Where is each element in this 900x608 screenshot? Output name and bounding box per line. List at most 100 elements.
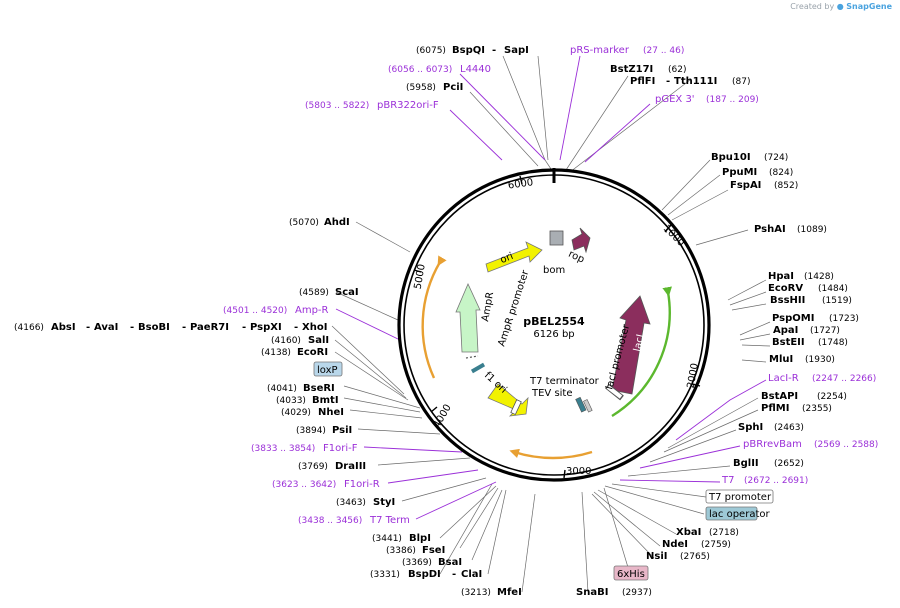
enzyme-mfei-pos: (3213) (461, 588, 491, 598)
enzyme-bpu10i: Bpu10I (711, 152, 751, 163)
primer-l4440-range: (6056 .. 6073) (388, 65, 452, 75)
enzyme-snabi-pos: (2937) (622, 588, 652, 598)
primer-pbr322ori-range: (5803 .. 5822) (305, 101, 369, 111)
enzyme-scai-pos: (4589) (299, 288, 329, 298)
enzyme-pflmi-pos: (2355) (802, 404, 832, 414)
enzyme-xbai-pos: (2718) (709, 528, 739, 538)
enzyme-absi-pos: (4166) (14, 323, 44, 333)
his-tag-box (613, 565, 649, 581)
loxp-label: loxP (317, 365, 338, 376)
enzyme-bseri: BseRI (303, 383, 335, 394)
primer-f1ori-r: F1ori-R (344, 479, 380, 490)
enzyme-sali: SalI (308, 335, 329, 346)
enzyme-styi: StyI (373, 497, 395, 508)
enzyme-ecori: EcoRI (297, 347, 328, 358)
primer-prs-marker: pRS-marker (570, 45, 630, 56)
plasmid-name: pBEL2554 (523, 315, 585, 328)
enzyme-pshai-pos: (1089) (797, 225, 827, 235)
enzyme-absi: AbsI (51, 322, 76, 333)
leader-lines (331, 55, 771, 593)
tick-label-6000: 6000 (507, 177, 534, 191)
primer-t7: T7 (721, 475, 734, 486)
enzyme-ecorv: EcoRV (768, 283, 803, 294)
t7-terminator-feature (510, 399, 522, 416)
his-tag-label: 6xHis (617, 569, 645, 580)
enzyme-ndei: NdeI (662, 539, 688, 550)
enzyme-bpu10i-pos: (724) (764, 153, 788, 163)
enzyme-clai: ClaI (461, 569, 482, 580)
enzyme-sapi-sep: - (492, 45, 496, 56)
orf-arcs (421, 255, 672, 460)
primer-t7-range: (2672 .. 2691) (744, 476, 808, 486)
primer-l4440: L4440 (460, 64, 491, 75)
rop-label: rop (567, 249, 586, 266)
enzyme-fsei-pos: (3386) (386, 546, 416, 556)
enzyme-sphi: SphI (738, 422, 763, 433)
enzyme-sphi-pos: (2463) (774, 423, 804, 433)
svg-text:-: - (452, 569, 456, 580)
enzyme-nhei: NheI (318, 407, 344, 418)
snapgene-logo-icon: ● (836, 2, 844, 11)
his-tag-inner-feature (583, 399, 593, 413)
enzyme-nsii: NsiI (646, 551, 667, 562)
enzyme-bmti-pos: (4033) (276, 396, 306, 406)
enzyme-avai: AvaI (94, 322, 118, 333)
svg-text:-: - (130, 322, 134, 333)
enzyme-bspdi: BspDI (408, 569, 441, 580)
created-by-text: Created by (790, 2, 835, 11)
enzyme-bsai-pos: (3369) (402, 558, 432, 568)
enzyme-pshai: PshAI (754, 224, 786, 235)
enzyme-ndei-pos: (2759) (701, 540, 731, 550)
lac-operator-box (705, 506, 758, 521)
enzyme-scai: ScaI (335, 287, 359, 298)
bom-label: bom (543, 265, 565, 276)
svg-text:-: - (182, 322, 186, 333)
enzyme-mlui-pos: (1930) (805, 355, 835, 365)
orf-arc-ampr (421, 255, 447, 379)
ampr-promoter-feature (465, 355, 479, 359)
tick-label-2000: 2000 (686, 362, 701, 389)
enzyme-ppumi-pos: (824) (769, 168, 793, 178)
left-labels: (5070) AhdI (4589) ScaI (4501 .. 4520) A… (14, 217, 522, 598)
primer-f1ori-f: F1ori-F (323, 443, 358, 454)
svg-text:-: - (242, 322, 246, 333)
enzyme-fsei: FseI (422, 545, 445, 556)
enzyme-pflmi: PflMI (761, 403, 789, 414)
enzyme-bseri-pos: (4041) (267, 384, 297, 394)
bom-feature (549, 230, 564, 246)
enzyme-nhei-pos: (4029) (281, 408, 311, 418)
enzyme-bsobi: BsoBI (138, 322, 170, 333)
t7-promoter-box (705, 489, 774, 504)
snapgene-brand: SnapGene (846, 2, 892, 11)
enzyme-bstz17i: BstZ17I (610, 64, 653, 75)
enzyme-pcii: PciI (443, 82, 463, 93)
enzyme-bstapi: BstAPI (761, 391, 798, 402)
tick-label-3000: 3000 (566, 466, 591, 477)
enzyme-blpi-pos: (3441) (372, 534, 402, 544)
enzyme-ppumi: PpuMI (722, 167, 757, 178)
enzyme-draiii: DraIII (335, 461, 366, 472)
enzyme-sali-pos: (4160) (271, 336, 301, 346)
enzyme-tth111i-pos: (87) (732, 77, 750, 87)
enzyme-tth111i: Tth111I (674, 76, 717, 87)
laci-label: lacI (632, 333, 646, 352)
tick-label-5000: 5000 (413, 263, 428, 290)
tev-site-label: TEV site (531, 388, 573, 399)
tev-site-feature (575, 396, 587, 413)
tick-label-1000: 1000 (661, 223, 687, 249)
plasmid-backbone (397, 168, 711, 482)
enzyme-bspdi-pos: (3331) (370, 570, 400, 580)
primer-f1ori-f-range: (3833 .. 3854) (251, 444, 315, 454)
enzyme-nsii-pos: (2765) (680, 552, 710, 562)
ampr-feature (455, 283, 481, 353)
enzyme-hpai: HpaI (768, 271, 794, 282)
enzyme-bspqi-pos: (6075) (416, 46, 446, 56)
right-labels: Bpu10I (724) PpuMI (824) FspAI (852) Psh… (576, 152, 878, 598)
orf-arc-bottom (509, 448, 593, 460)
lac-operator-label: lac operator (709, 509, 770, 520)
primer-pgex3: pGEX 3' (655, 94, 695, 105)
enzyme-draiii-pos: (3769) (298, 462, 328, 472)
enzyme-bsai: BsaI (438, 557, 462, 568)
ori-feature (485, 241, 543, 273)
